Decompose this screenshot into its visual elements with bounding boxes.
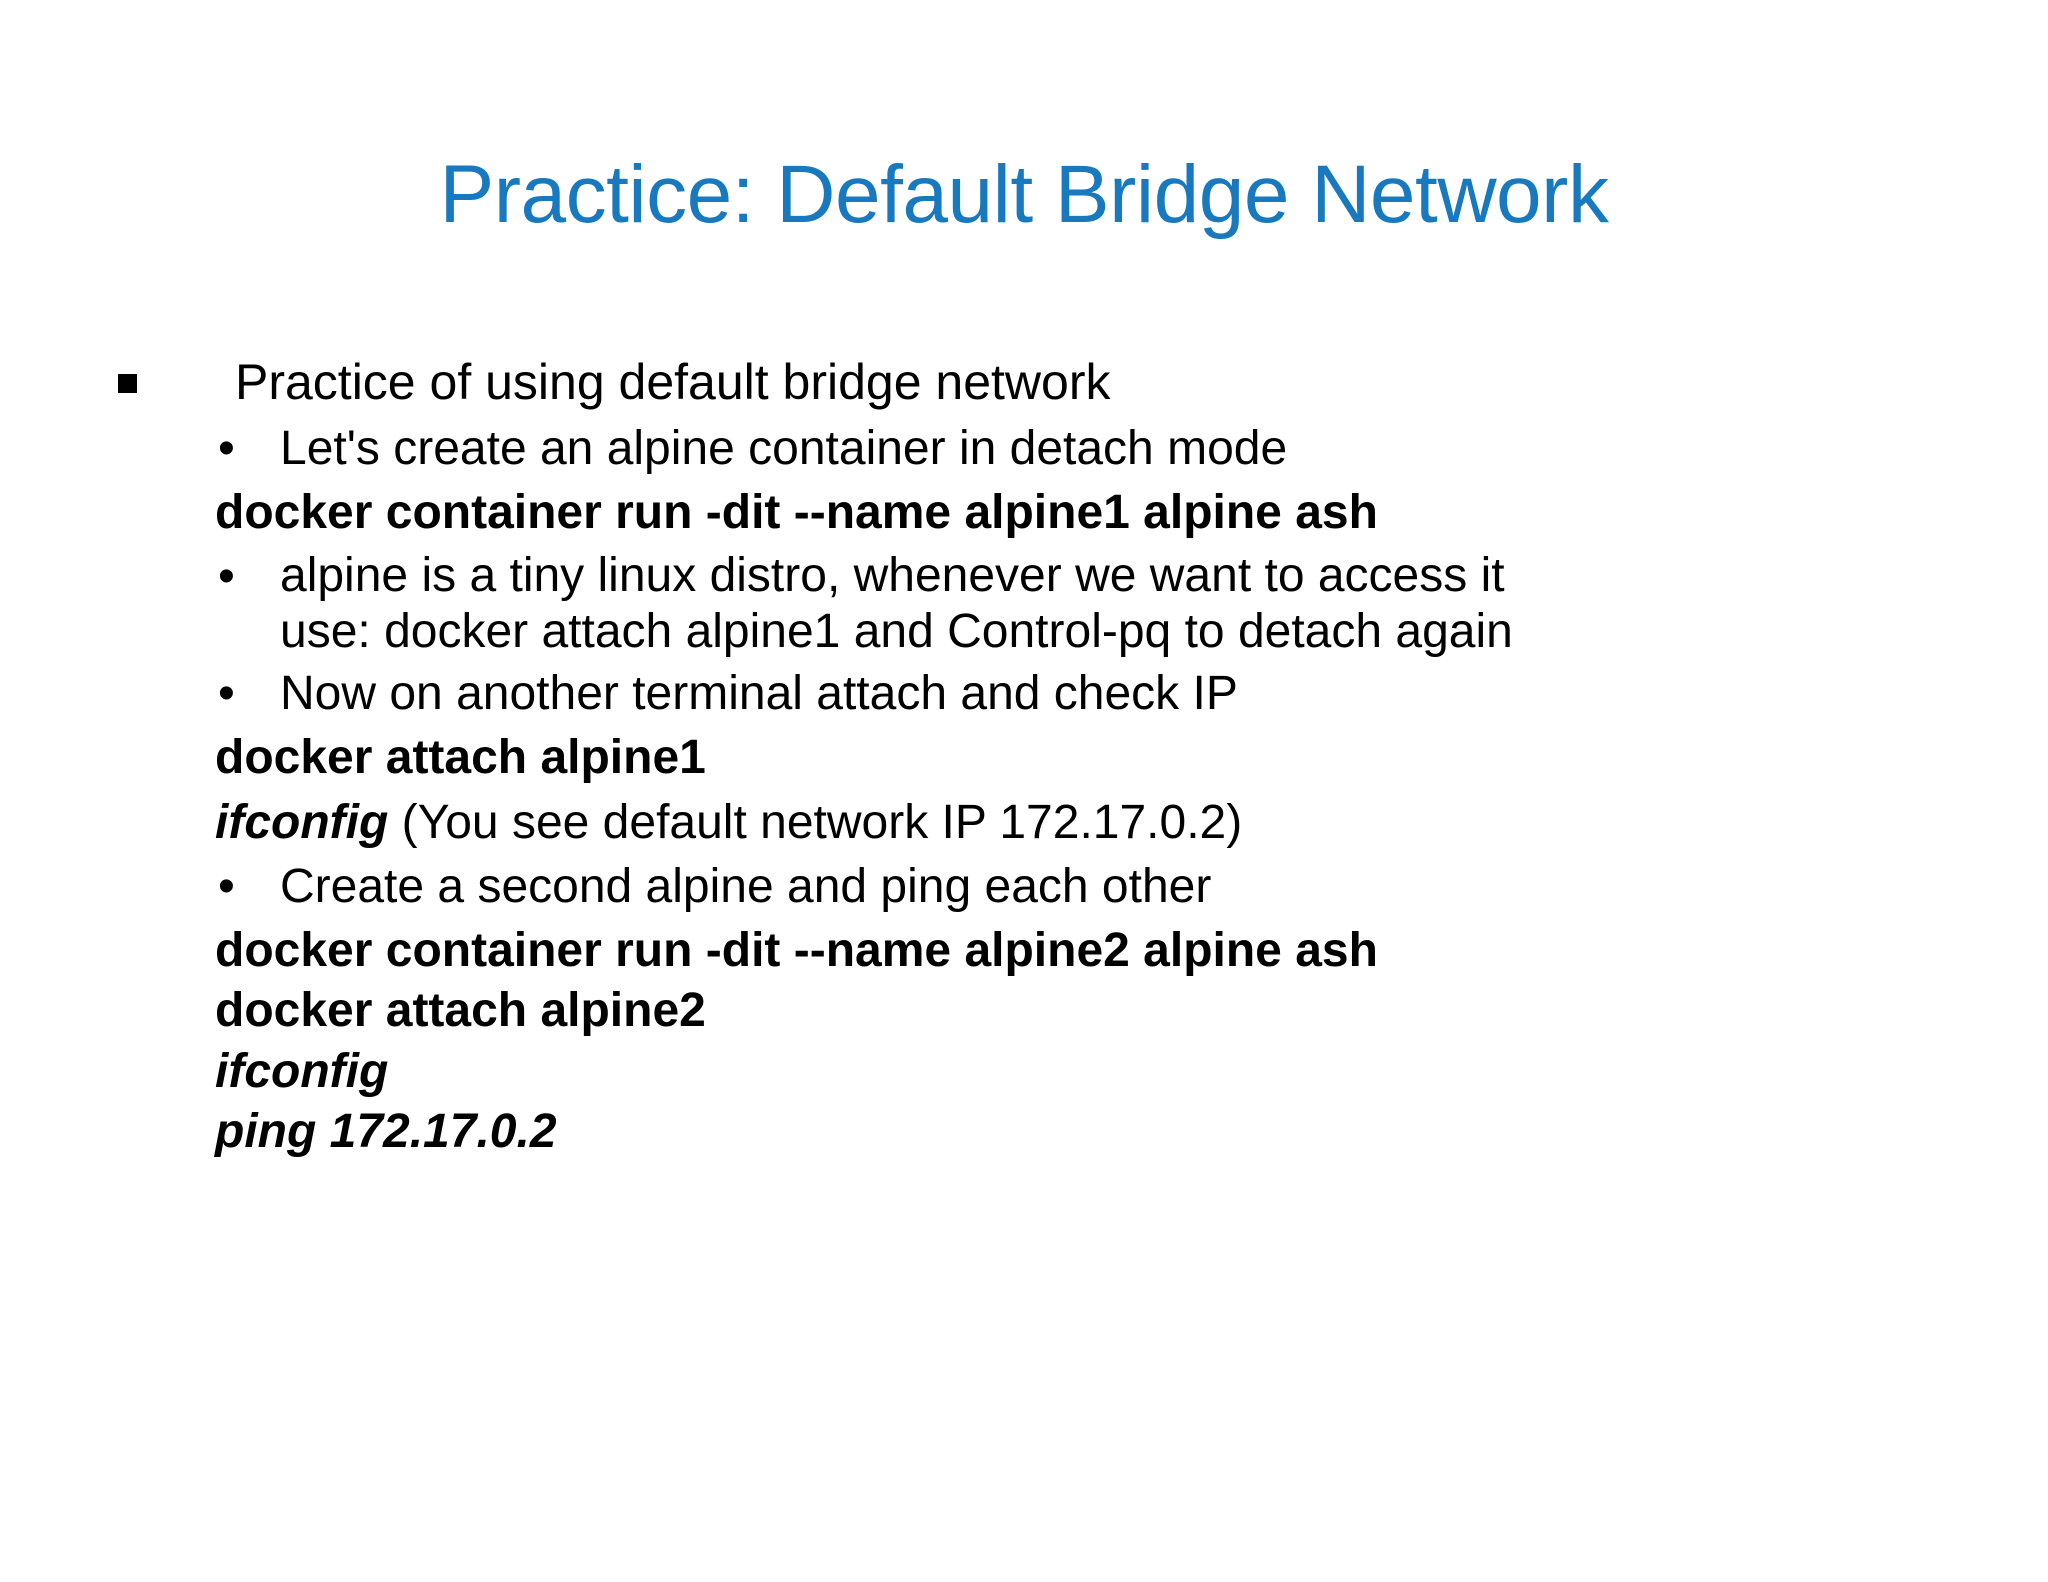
command-run-alpine1: docker container run -dit --name alpine1… — [215, 485, 1378, 539]
bullet-text-practice: Practice of using default bridge network — [235, 354, 1111, 410]
command-attach-alpine2: docker attach alpine2 — [215, 984, 706, 1038]
bullet-item-alpine-distro: • alpine is a tiny linux distro, wheneve… — [110, 548, 1970, 659]
bullet-text-create-alpine: Let's create an alpine container in deta… — [280, 422, 1288, 475]
command-ifconfig-1-line: ifconfig (You see default network IP 172… — [110, 794, 1970, 853]
bullet-item-practice: Practice of using default bridge network — [110, 352, 1970, 412]
square-bullet-icon — [118, 374, 137, 393]
command-ping: ping 172.17.0.2 — [215, 1105, 557, 1159]
slide-body: Practice of using default bridge network… — [110, 352, 1970, 1164]
bullet-text-alpine-distro-line2: use: docker attach alpine1 and Control-p… — [280, 604, 1513, 658]
dot-bullet-icon: • — [218, 550, 235, 604]
dot-bullet-icon: • — [218, 860, 235, 914]
ifconfig-note-text: (You see default network IP 172.17.0.2) — [388, 795, 1243, 849]
bullet-item-another-terminal: • Now on another terminal attach and che… — [110, 665, 1970, 723]
bullet-text-second-alpine: Create a second alpine and ping each oth… — [280, 860, 1212, 914]
dot-bullet-icon: • — [218, 422, 235, 475]
page-title: Practice: Default Bridge Network — [439, 149, 1609, 240]
command-ifconfig-1: ifconfig — [215, 795, 389, 849]
bullet-text-alpine-distro-line1: alpine is a tiny linux distro, whenever … — [280, 549, 1505, 603]
bullet-item-second-alpine: • Create a second alpine and ping each o… — [110, 858, 1970, 916]
command-ifconfig-2: ifconfig — [215, 1044, 389, 1098]
command-ping-line: ping 172.17.0.2 — [110, 1103, 1970, 1162]
command-attach-alpine1: docker attach alpine1 — [215, 731, 706, 785]
command-run-alpine2: docker container run -dit --name alpine2… — [215, 923, 1378, 977]
command-ifconfig-2-line: ifconfig — [110, 1043, 1970, 1102]
bullet-item-create-alpine: • Let's create an alpine container in de… — [110, 420, 1970, 478]
dot-bullet-icon: • — [218, 667, 235, 721]
bullet-text-another-terminal: Now on another terminal attach and check… — [280, 667, 1238, 721]
